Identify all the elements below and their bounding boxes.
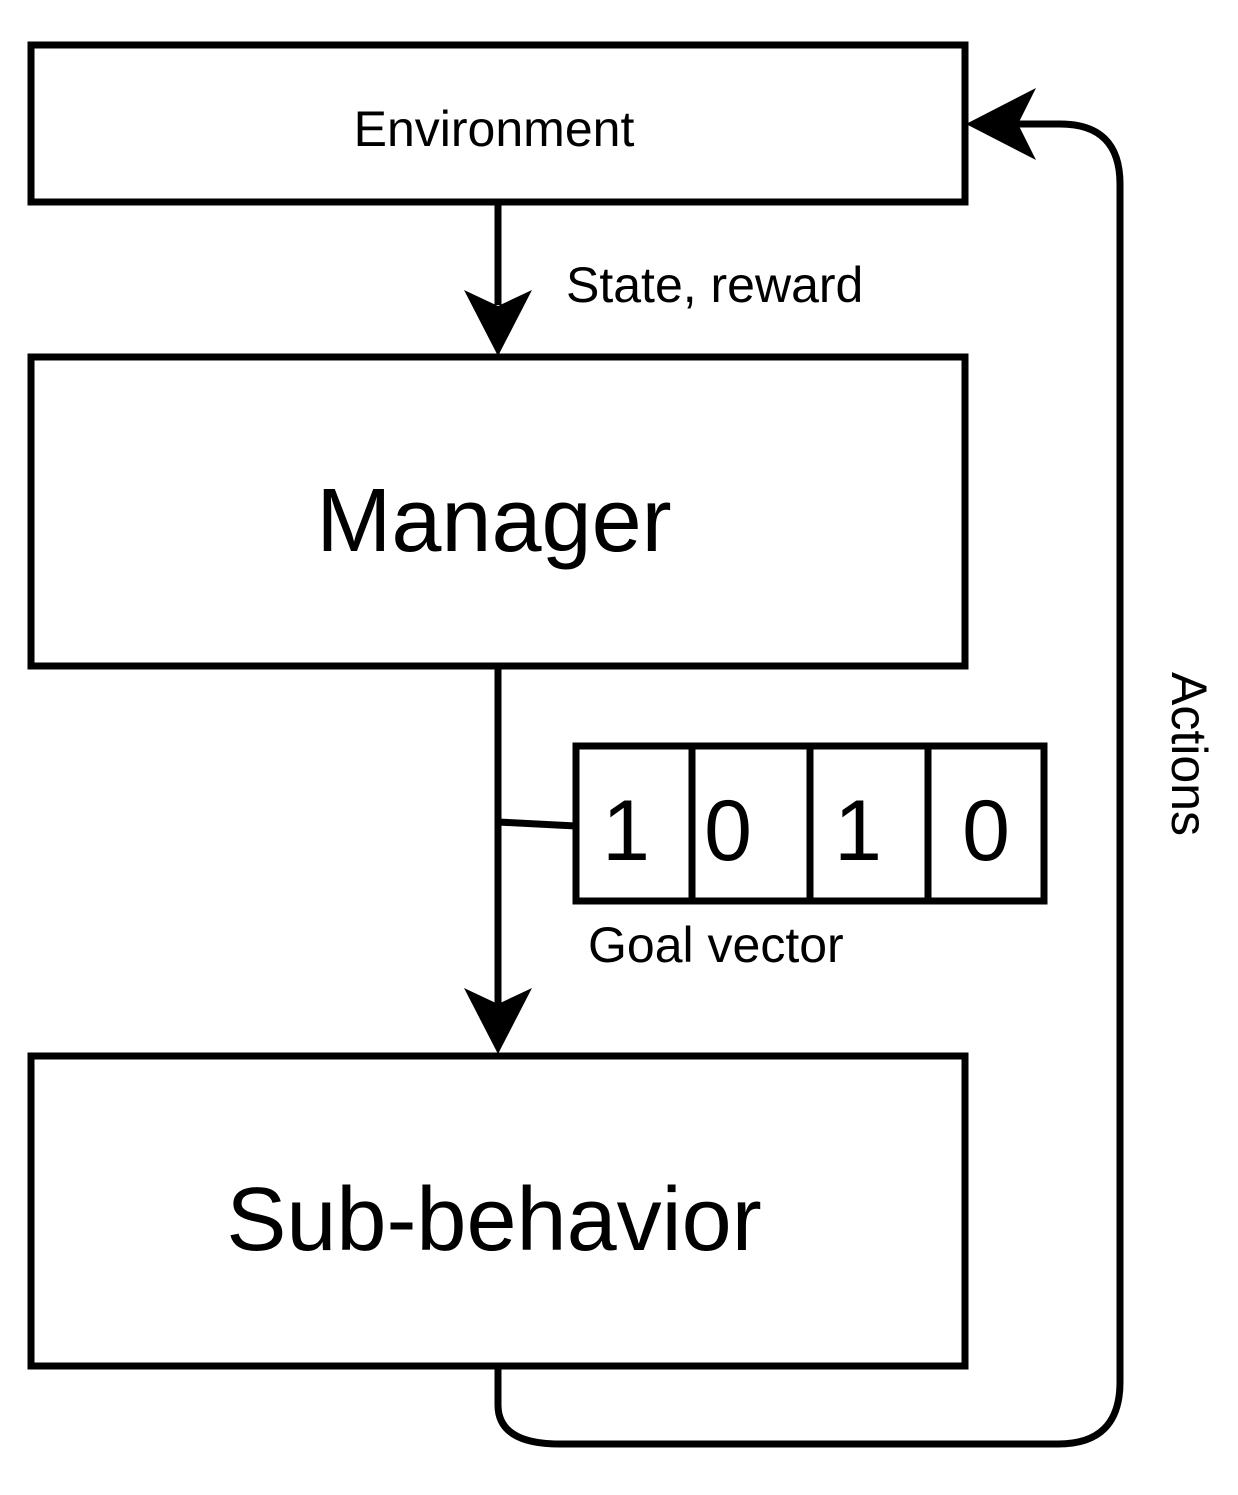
sub-behavior-box [27,1052,969,1370]
arrowhead-left-icon [966,88,1036,160]
edge-label-state-reward: State, reward [566,257,863,313]
goal-vector-cell [924,742,1048,905]
edge-sub-behavior-to-environment: Actions [494,88,1217,1448]
arrowhead-down-icon [464,988,532,1054]
goal-vector-label: Goal vector [588,917,844,973]
arrowhead-down-icon [464,290,532,356]
edge-label-actions: Actions [1161,672,1217,836]
sub-behavior-node: Sub-behavior [27,1052,969,1370]
goal-vector-cell [572,742,696,905]
edge-environment-to-manager: State, reward [464,202,863,356]
environment-node: Environment [27,41,969,206]
sub-behavior-label: Sub-behavior [226,1170,761,1270]
edge-manager-to-sub-behavior [464,666,577,1054]
goal-vector-bit: 1 [602,783,650,879]
goal-vector-bit: 1 [834,783,882,879]
goal-vector-bit: 0 [962,783,1010,879]
environment-box [27,41,969,206]
edge-line-actions [494,120,1124,1448]
environment-label: Environment [354,101,635,157]
manager-box [27,353,969,670]
goal-vector-cell [688,742,814,905]
manager-node: Manager [27,353,969,670]
goal-vector-bit: 0 [704,783,752,879]
goal-vector: 1 0 1 0 Goal vector [572,742,1048,973]
manager-label: Manager [316,471,671,571]
goal-vector-connector [497,818,577,830]
